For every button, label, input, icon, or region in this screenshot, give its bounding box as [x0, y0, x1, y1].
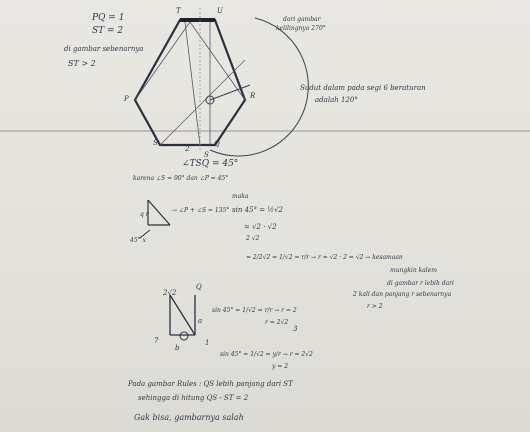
- radius-line: [209, 84, 251, 101]
- note-st-lt: ST > 2: [68, 59, 96, 68]
- conclusion-1: Pada gambar Rules : QS lebih panjang dar…: [128, 380, 293, 388]
- label-r: R: [250, 92, 256, 100]
- tri1-hyp: [147, 199, 171, 226]
- work-karena: karena ∠S = 90° dan ∠P = 45°: [133, 175, 229, 182]
- second-q: Q: [196, 283, 202, 291]
- label-t: T: [176, 7, 181, 15]
- second-lower-sin: sin 45° = 1/√2 = y/r → r = 2√2: [220, 351, 313, 358]
- diagonal-3: [189, 21, 246, 101]
- diagonal-5: [159, 59, 246, 146]
- tri1-tick: [139, 229, 151, 239]
- diagonal-1: [184, 21, 201, 146]
- work-note3: 2 kali dan panjang r sebenarnya: [353, 291, 452, 298]
- work-step1: = √2 · √2: [244, 223, 277, 231]
- conclusion-2: sehingga di hitung QS - ST = 2: [138, 394, 249, 402]
- second-three: 3: [293, 325, 298, 333]
- tri2-circle: [179, 331, 189, 341]
- second-r-val: r = 2√2: [265, 319, 289, 326]
- center-point: [205, 95, 215, 105]
- second-y-eq: y = 2: [272, 363, 289, 370]
- work-sin45: sin 45° = ½√2: [232, 206, 283, 214]
- tri2-hyp: [169, 294, 196, 336]
- work-note4: r > 2: [367, 303, 383, 310]
- work-tri-labels: q r: [140, 211, 149, 218]
- second-b: b: [175, 344, 180, 352]
- diagonal-4: [134, 21, 191, 101]
- paper-fold: [0, 130, 530, 132]
- label-p: P: [124, 95, 129, 103]
- circle-arc: [209, 17, 309, 157]
- work-step1b: 2 √2: [246, 235, 260, 242]
- work-triangle-eq: → ∠P + ∠S = 135°: [172, 207, 230, 214]
- note-pq: PQ = 1: [92, 13, 125, 23]
- work-maka: maka: [232, 193, 249, 200]
- work-note1: mungkin kalem: [390, 267, 437, 274]
- side-sudut-dalam: Sudut dalam pada segi 6 beraturan: [300, 84, 426, 92]
- label-s: S: [153, 139, 158, 147]
- label-u: U: [217, 7, 223, 15]
- label-2: 2: [185, 145, 190, 153]
- conclusion-3: Gak bisa, gambarnya salah: [134, 413, 244, 422]
- side-dari-gambar: dari gambar: [283, 16, 321, 23]
- note-gambar: di gambar sebenarnya: [64, 45, 144, 53]
- work-deg: 45° x: [130, 237, 146, 244]
- second-a: a: [198, 317, 203, 325]
- work-angle-title: ∠TSQ = 45°: [182, 159, 239, 169]
- label-q: Q: [214, 140, 220, 148]
- side-kelilingnya: kelilingnya 270°: [276, 25, 326, 32]
- second-one: 1: [205, 339, 210, 347]
- second-2r: 2√2: [163, 289, 177, 297]
- note-st: ST = 2: [92, 26, 124, 36]
- hexagon-outline: [133, 18, 247, 147]
- second-7: 7: [154, 337, 159, 345]
- label-s2: S: [204, 151, 209, 159]
- second-sin45: sin 45° = 1/√2 = r/r → r = 2: [212, 307, 297, 314]
- work-step2: = 2/2√2 = 1/√2 = r/r → r = √2 · 2 = √2 →…: [246, 254, 403, 261]
- work-note2: di gambar r lebih dari: [387, 280, 454, 287]
- side-adalah: adalah 120°: [315, 96, 358, 104]
